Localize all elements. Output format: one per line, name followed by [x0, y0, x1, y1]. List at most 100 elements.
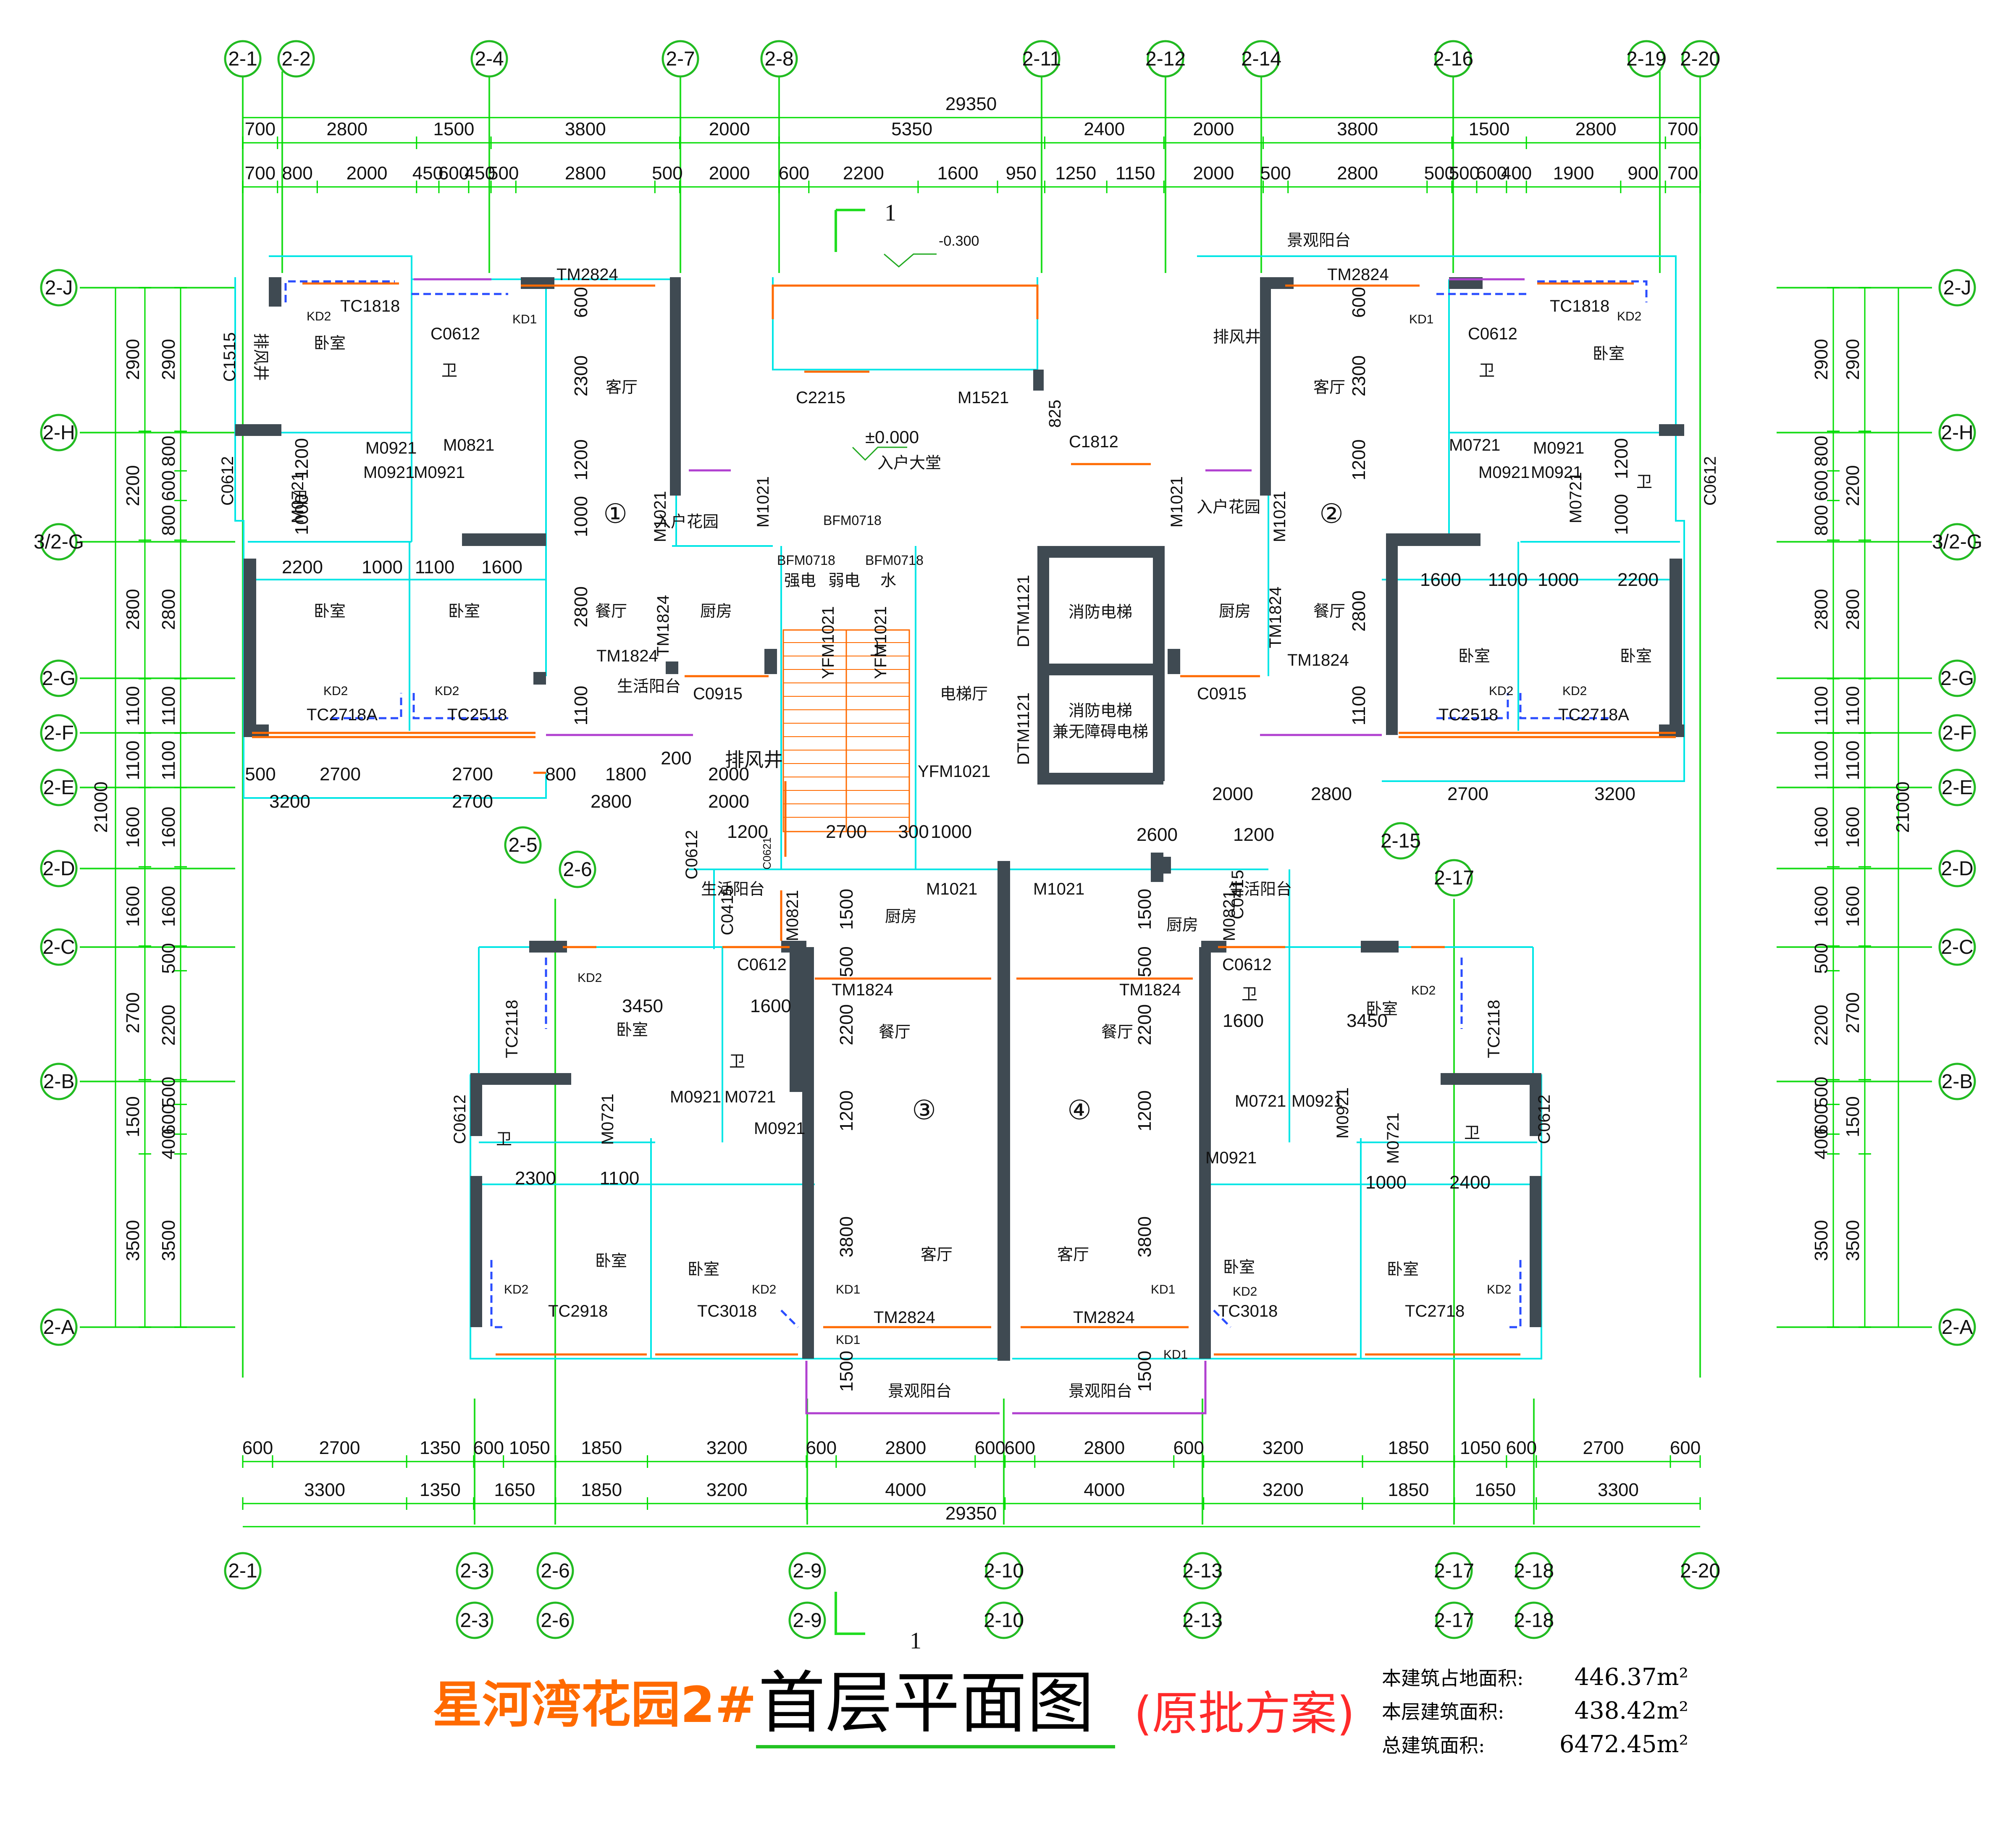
dimension-text: 2000	[709, 163, 750, 184]
room-bedroom-2b: 卧室	[1458, 648, 1490, 665]
grid-bubble-circle	[1938, 659, 1976, 697]
svg-text:3800: 3800	[1134, 1216, 1155, 1257]
grid-bubble-label: 2-5	[508, 834, 537, 856]
grid-bubble-label: 2-17	[1434, 1560, 1474, 1582]
room-bath-4a: 卫	[1242, 986, 1257, 1003]
dimension-text: 2000	[709, 119, 750, 139]
room-bedroom-2c: 卧室	[1620, 648, 1652, 665]
grid-bubble-top: 2-14	[1241, 40, 1281, 78]
label-dtm1121-1: DTM1121	[1014, 575, 1033, 648]
room-service-balcony-3: 生活阳台	[701, 881, 765, 898]
grid-bubble-left: 2-C	[40, 928, 78, 966]
dimension-text: 400	[1501, 163, 1532, 184]
dimension-text: 1500	[1843, 1096, 1863, 1137]
dimension-text: 600	[473, 1438, 504, 1458]
grid-bubble-bottom: 2-13	[1182, 1552, 1223, 1590]
svg-text:1600: 1600	[481, 557, 522, 577]
grid-bubble-label: 2-14	[1241, 48, 1281, 70]
svg-text:1100: 1100	[571, 686, 591, 726]
element-labels: TM2824 TM2824 TC1818 TC1818 KD2 KD2 KD1 …	[218, 265, 1719, 1362]
grid-bubble-bottom-lower: 2-6	[536, 1601, 574, 1639]
dimension-text: 500	[1811, 1076, 1832, 1107]
dimension-text: 500	[488, 163, 519, 184]
dimension-text: 3800	[1337, 119, 1378, 139]
label-tc2718a-1: TC2718A	[307, 706, 378, 724]
air-conditioner-units	[284, 280, 1648, 1328]
svg-text:800: 800	[545, 764, 576, 785]
grid-bubble-circle	[1938, 523, 1976, 561]
svg-text:1600: 1600	[1223, 1010, 1264, 1031]
svg-text:1100: 1100	[1349, 686, 1369, 726]
label-m1021-1a: M1021	[651, 491, 669, 542]
dimension-text: 1100	[1843, 686, 1863, 726]
dimension-text: 600	[1173, 1438, 1204, 1458]
svg-text:2400: 2400	[1449, 1172, 1491, 1193]
label-tm1824-1v: TM1824	[654, 595, 672, 657]
dimension-text: 950	[1006, 163, 1037, 184]
grid-bubble-circle	[1938, 1308, 1976, 1346]
label-c0612-2a: C0612	[1468, 325, 1517, 343]
label-m0721-2a: M0721	[1449, 436, 1500, 454]
svg-text:1000: 1000	[931, 821, 972, 842]
section-marks: 1 1 -0.300 ±0.000	[835, 200, 979, 1654]
label-m0821-1: M0821	[443, 436, 494, 454]
label-kd2-2a: KD2	[1617, 310, 1641, 323]
grid-bubble-circle	[559, 850, 596, 888]
label-c0621: C0621	[761, 837, 773, 870]
dimension-text: 3300	[1598, 1480, 1639, 1500]
grid-bubble-label: 2-G	[42, 667, 76, 690]
room-view-balcony-4: 景观阳台	[1068, 1383, 1132, 1400]
svg-text:2800: 2800	[591, 791, 632, 812]
grid-bubble-label: 2-17	[1434, 1609, 1474, 1632]
room-water: 水	[880, 572, 896, 590]
dimension-text: 1850	[1388, 1438, 1429, 1458]
grid-bubble-label: 2-C	[1941, 936, 1973, 958]
dimension-text: 1100	[1811, 740, 1832, 780]
grid-bubble-right: 3/2-G	[1932, 523, 1982, 561]
label-m0921-4b: M0921	[1205, 1149, 1257, 1167]
dimension-text: 1850	[1388, 1480, 1429, 1500]
dimension-text: 1050	[509, 1438, 550, 1458]
grid-bubble-label: 2-F	[44, 722, 74, 744]
svg-text:1200: 1200	[1349, 439, 1369, 480]
grid-bubble-top: 2-16	[1433, 40, 1473, 78]
grid-bubble-circle	[1434, 40, 1472, 78]
svg-text:1800: 1800	[605, 764, 646, 785]
grid-bubble-label: 2-20	[1680, 1560, 1720, 1582]
room-kitchen-1: 厨房	[700, 603, 732, 620]
label-c2215: C2215	[796, 388, 845, 407]
grid-bubble-label: 2-10	[984, 1560, 1024, 1582]
grid-bubble-circle	[1628, 40, 1665, 78]
svg-text:500: 500	[836, 946, 857, 977]
grid-bubble-label: 2-3	[460, 1609, 489, 1632]
dimension-text: 2700	[319, 1438, 360, 1458]
label-m0921-3b: M0921	[754, 1119, 805, 1138]
grid-bubble-bottom-lower: 2-18	[1514, 1601, 1554, 1639]
label-m0821-3: M0821	[783, 890, 802, 941]
unit-3: ③	[912, 1095, 936, 1125]
label-tm2824-2: TM2824	[1327, 265, 1389, 284]
label-m1021-1b: M1021	[754, 476, 772, 528]
grid-bubble-circle	[277, 40, 315, 78]
svg-text:2200: 2200	[836, 1004, 857, 1045]
grid-bubble-right: 2-D	[1938, 850, 1976, 887]
dimension-text: 600	[438, 163, 469, 184]
svg-text:2800: 2800	[1349, 591, 1369, 632]
grid-bubble-circle	[40, 269, 78, 307]
dimension-text: 400	[158, 1129, 179, 1159]
label-c0415-1: C0415	[718, 886, 737, 935]
grid-bubble-label: 2-G	[1940, 667, 1974, 690]
room-kitchen-2: 厨房	[1219, 603, 1251, 620]
elevation-top: -0.300	[939, 233, 979, 249]
dimension-text: 2900	[1811, 339, 1832, 380]
label-c0612-1a: C0612	[430, 325, 480, 343]
dimension-text: 2200	[843, 163, 884, 184]
grid-bubble-circle	[1938, 714, 1976, 752]
dimension-text: 2800	[1575, 119, 1617, 139]
dimension-text: 1350	[420, 1438, 461, 1458]
grid-bubble-left: 2-G	[40, 659, 78, 697]
grid-bubble-label: 2-D	[42, 858, 75, 880]
grid-bubble-circle	[1435, 859, 1473, 897]
